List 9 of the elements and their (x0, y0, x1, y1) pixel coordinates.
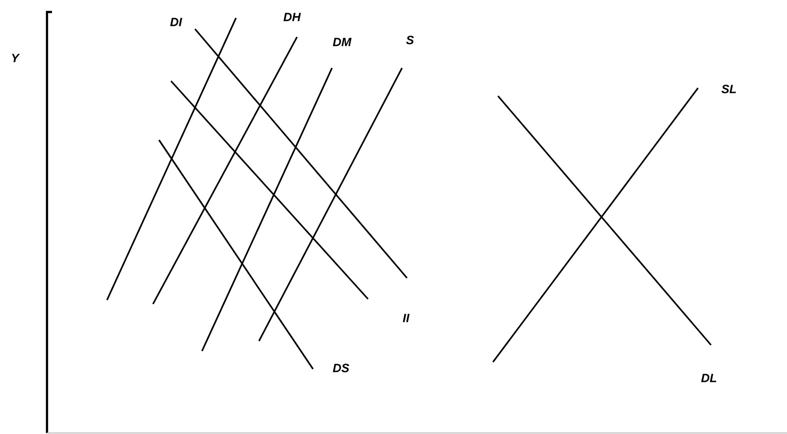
curve-label: DI (170, 18, 182, 26)
curve-label: DH (284, 12, 301, 22)
curve-label: SL (721, 84, 736, 94)
curve-label: Y (12, 54, 20, 62)
curve-label: S (406, 36, 414, 44)
curve-label: DS (332, 364, 350, 372)
curve-label: II (402, 314, 410, 322)
curve-label: DM (332, 38, 352, 46)
curve-label: DL (701, 374, 716, 382)
